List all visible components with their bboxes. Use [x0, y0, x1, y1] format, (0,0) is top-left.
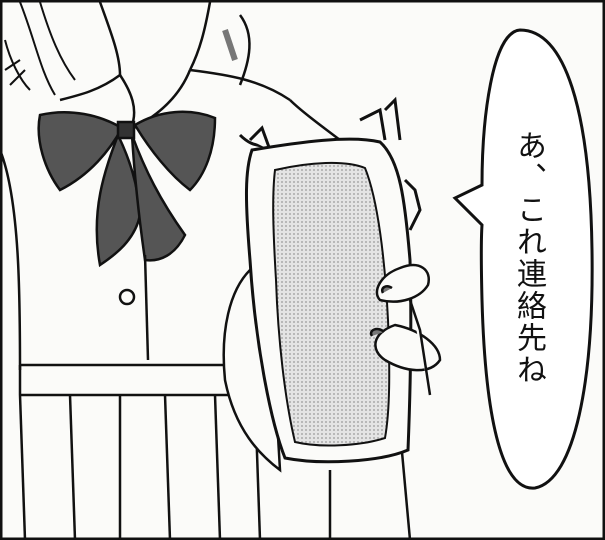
smartphone: [238, 96, 422, 464]
right-hand-fingers: [369, 263, 442, 396]
speech-balloon: [452, 28, 594, 490]
ribbon-bow: [37, 110, 217, 268]
hair-strands: [4, 1, 76, 96]
speech-balloon-text: あ、これ連絡先ね: [511, 130, 546, 386]
